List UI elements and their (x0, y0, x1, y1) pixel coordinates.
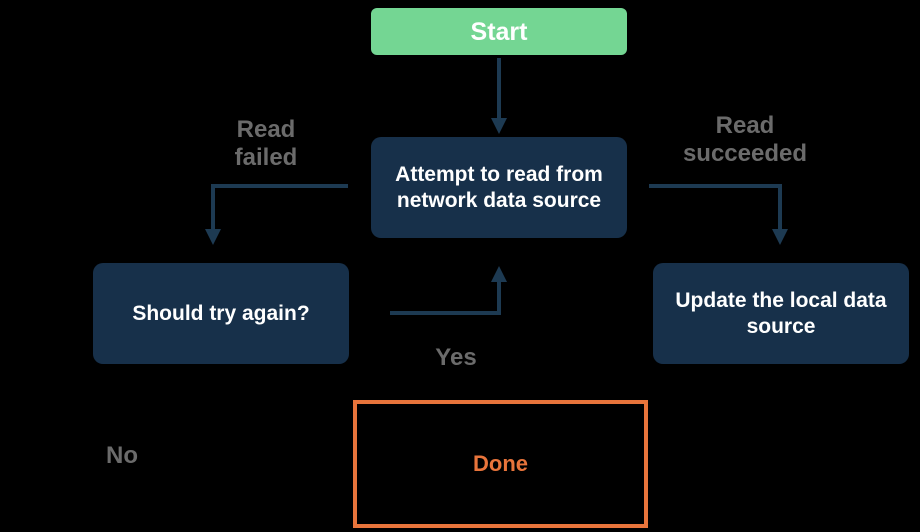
node-attempt-to-read-label: Attempt to read from network data source (395, 163, 603, 212)
node-update-local-data-source[interactable]: Update the local data source (653, 263, 909, 364)
edge-label-yes: Yes (435, 344, 477, 371)
node-update-local-data-source-label: Update the local data source (675, 289, 887, 338)
edge-label-no: No (106, 442, 138, 469)
node-attempt-to-read[interactable]: Attempt to read from network data source (371, 137, 627, 238)
edge-should-try-again-yes-to-attempt (390, 266, 507, 315)
node-done-label: Done (473, 450, 528, 476)
edge-attempt-to-update-local (649, 184, 788, 245)
node-start-label: Start (470, 17, 528, 46)
node-done[interactable]: Done (353, 400, 648, 528)
edge-attempt-to-should-try-again (205, 184, 348, 245)
edge-label-read-failed: Read failed (234, 116, 298, 171)
node-should-try-again[interactable]: Should try again? (93, 263, 349, 364)
edge-label-read-succeeded: Read succeeded (682, 112, 808, 167)
edge-start-to-attempt (491, 58, 507, 134)
node-should-try-again-label: Should try again? (132, 301, 310, 325)
node-start[interactable]: Start (371, 8, 627, 55)
